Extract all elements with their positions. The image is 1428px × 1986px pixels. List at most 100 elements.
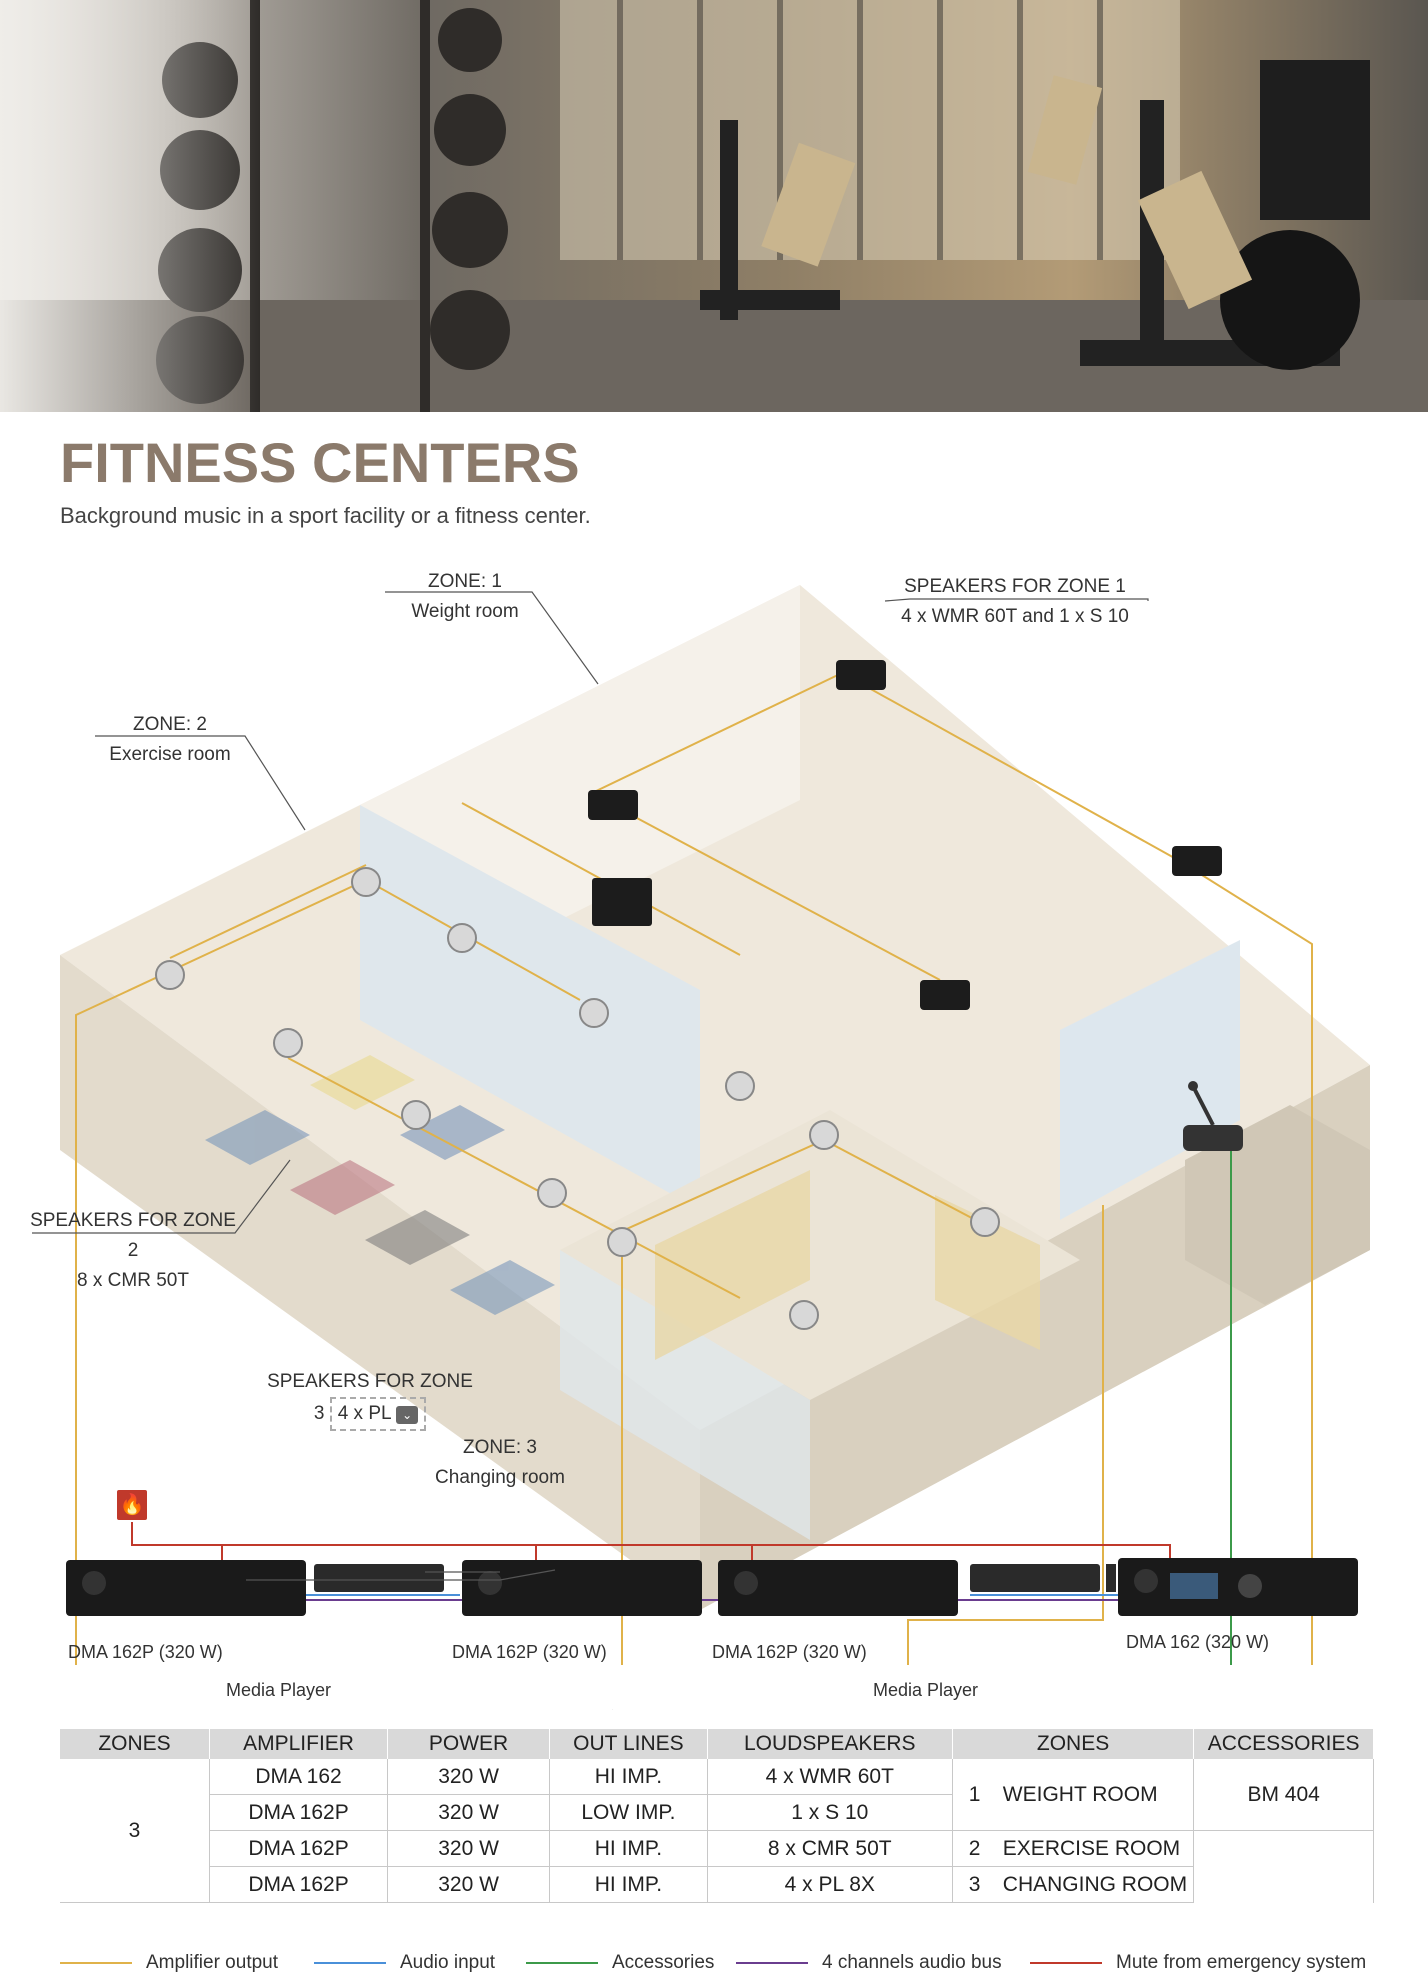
- zone3-name: Changing room: [435, 1467, 565, 1488]
- th-amplifier: AMPLIFIER: [209, 1729, 389, 1759]
- speakers1-models: 4 x WMR 60T and 1 x S 10: [901, 606, 1129, 627]
- amp1-label: DMA 162P (320 W): [68, 1642, 223, 1662]
- callout-zone2: ZONE: 2 Exercise room: [95, 710, 245, 770]
- paging-microphone-icon: [1183, 1081, 1243, 1151]
- player1-label: Media Player: [226, 1680, 332, 1700]
- th-zones-2: ZONES: [952, 1729, 1195, 1759]
- legend-label: 4 channels audio bus: [822, 1952, 1002, 1973]
- table-row: DMA 162P 320 W HI IMP. 4 x PL 8X 3 CHANGI…: [60, 1866, 1374, 1903]
- cell-power: 320 W: [387, 1794, 551, 1831]
- speakers3-models-text: 4 x PL: [337, 1403, 391, 1424]
- speakers2-label: SPEAKERS FOR ZONE 2: [30, 1210, 236, 1261]
- cell-accessory-empty: [1193, 1830, 1374, 1903]
- legend-swatch: [1030, 1962, 1102, 1964]
- page-title: FITNESS CENTERS: [60, 431, 580, 494]
- speakers2-models: 8 x CMR 50T: [77, 1270, 189, 1291]
- amplifier-devices: [66, 1558, 1358, 1616]
- legend-swatch: [736, 1962, 808, 1964]
- cell-amplifier: DMA 162: [209, 1759, 389, 1795]
- th-loudspeakers: LOUDSPEAKERS: [707, 1729, 953, 1759]
- hero-gym-photo: [0, 0, 1428, 412]
- zone-count: 3: [60, 1759, 210, 1903]
- zone1-wall-speakers: [588, 660, 1222, 1010]
- zone-name: WEIGHT ROOM: [1002, 1782, 1158, 1806]
- zone-name: EXERCISE ROOM: [1002, 1836, 1181, 1860]
- zone-num: 2: [968, 1836, 981, 1860]
- callout-speakers-zone2: SPEAKERS FOR ZONE 2 8 x CMR 50T: [28, 1206, 238, 1296]
- fire-alarm-icon: 🔥: [117, 1490, 147, 1520]
- cell-out: HI IMP.: [549, 1759, 708, 1795]
- th-zones: ZONES: [60, 1729, 210, 1759]
- cell-speakers: 8 x CMR 50T: [707, 1830, 953, 1867]
- th-accessories: ACCESSORIES: [1193, 1729, 1374, 1759]
- th-power: POWER: [387, 1729, 551, 1759]
- cell-power: 320 W: [387, 1759, 551, 1795]
- speakers1-label: SPEAKERS FOR ZONE 1: [904, 576, 1126, 597]
- cell-amplifier: DMA 162P: [209, 1866, 389, 1903]
- amplifier-output-lines: [75, 672, 1313, 1665]
- legend-amplifier-output: Amplifier output: [60, 1952, 278, 1974]
- legend-label: Mute from emergency system: [1116, 1952, 1367, 1973]
- speakers3-label: SPEAKERS FOR ZONE 3: [267, 1371, 473, 1424]
- cell-power: 320 W: [387, 1830, 551, 1867]
- cell-zone-2: 2 EXERCISE ROOM: [952, 1830, 1195, 1867]
- callout-speakers-zone3: SPEAKERS FOR ZONE 3 4 x PL ⌄: [260, 1367, 480, 1431]
- callout-leaders: [32, 591, 1149, 1710]
- zone3-ceiling-speakers: [607, 1120, 1000, 1330]
- legend-accessories: Accessories: [526, 1952, 714, 1974]
- cell-accessory: BM 404: [1193, 1759, 1374, 1831]
- cell-out: HI IMP.: [549, 1830, 708, 1867]
- zone-num: 1: [968, 1782, 981, 1806]
- mute-lines: [131, 1522, 1171, 1560]
- th-out-lines: OUT LINES: [549, 1729, 708, 1759]
- building-left-wall: [60, 955, 700, 1610]
- legend-audio-bus: 4 channels audio bus: [736, 1952, 1002, 1974]
- zone2-name: Exercise room: [109, 744, 231, 765]
- cell-speakers: 4 x WMR 60T: [707, 1759, 953, 1795]
- cell-out: HI IMP.: [549, 1866, 708, 1903]
- table-row: DMA 162P 320 W LOW IMP. 1 x S 10: [60, 1794, 1374, 1831]
- callout-zone1: ZONE: 1 Weight room: [380, 567, 550, 627]
- zone3-label: ZONE: 3: [463, 1437, 537, 1458]
- cell-speakers: 4 x PL 8X: [707, 1866, 953, 1903]
- table-row: DMA 162P 320 W HI IMP. 8 x CMR 50T 2 EXER…: [60, 1830, 1374, 1903]
- zone2-ceiling-speakers: [155, 867, 755, 1208]
- legend-label: Accessories: [612, 1952, 715, 1973]
- legend-swatch: [526, 1962, 598, 1964]
- chevron-down-icon[interactable]: ⌄: [396, 1406, 419, 1424]
- cell-out: LOW IMP.: [549, 1794, 708, 1831]
- zone-num: 3: [968, 1872, 981, 1896]
- cell-amplifier: DMA 162P: [209, 1794, 389, 1831]
- player2-label: Media Player: [873, 1680, 979, 1700]
- legend-swatch: [314, 1962, 386, 1964]
- callout-zone3: ZONE: 3 Changing room: [420, 1433, 580, 1493]
- legend-audio-input: Audio input: [314, 1952, 495, 1974]
- spec-table: ZONES AMPLIFIER POWER OUT LINES LOUDSPEA…: [60, 1729, 1374, 1903]
- zone-name: CHANGING ROOM: [1002, 1872, 1188, 1896]
- zone1-name: Weight room: [411, 601, 519, 622]
- legend-label: Audio input: [400, 1952, 496, 1973]
- legend: Amplifier output Audio input Accessories…: [60, 1952, 1380, 1982]
- subwoofer-s10: [592, 878, 652, 926]
- cell-speakers: 1 x S 10: [707, 1794, 953, 1831]
- cell-amplifier: DMA 162P: [209, 1830, 389, 1867]
- legend-mute: Mute from emergency system: [1030, 1952, 1366, 1974]
- callout-speakers-zone1: SPEAKERS FOR ZONE 1 4 x WMR 60T and 1 x …: [880, 572, 1150, 632]
- table-row: 3 DMA 162 320 W HI IMP. 4 x WMR 60T 1 WEI…: [60, 1759, 1374, 1903]
- zone1-label: ZONE: 1: [428, 571, 502, 592]
- speakers3-models: 4 x PL ⌄: [329, 1397, 427, 1431]
- amp2-label: DMA 162P (320 W): [452, 1642, 607, 1662]
- zone2-label: ZONE: 2: [133, 714, 207, 735]
- amp4-label: DMA 162 (320 W): [1126, 1632, 1270, 1652]
- cell-power: 320 W: [387, 1866, 551, 1903]
- partition-wall: [360, 805, 700, 1210]
- legend-swatch: [60, 1962, 132, 1964]
- amp3-label: DMA 162P (320 W): [712, 1642, 867, 1662]
- table-header-row: ZONES AMPLIFIER POWER OUT LINES LOUDSPEA…: [60, 1729, 1374, 1759]
- system-diagram: [32, 585, 1370, 1710]
- cell-zone-3: 3 CHANGING ROOM: [952, 1866, 1195, 1903]
- legend-label: Amplifier output: [146, 1952, 279, 1973]
- page-subtitle: Background music in a sport facility or …: [60, 503, 591, 528]
- cell-zone-1: 1 WEIGHT ROOM: [952, 1759, 1195, 1831]
- glass-wall: [1060, 940, 1240, 1220]
